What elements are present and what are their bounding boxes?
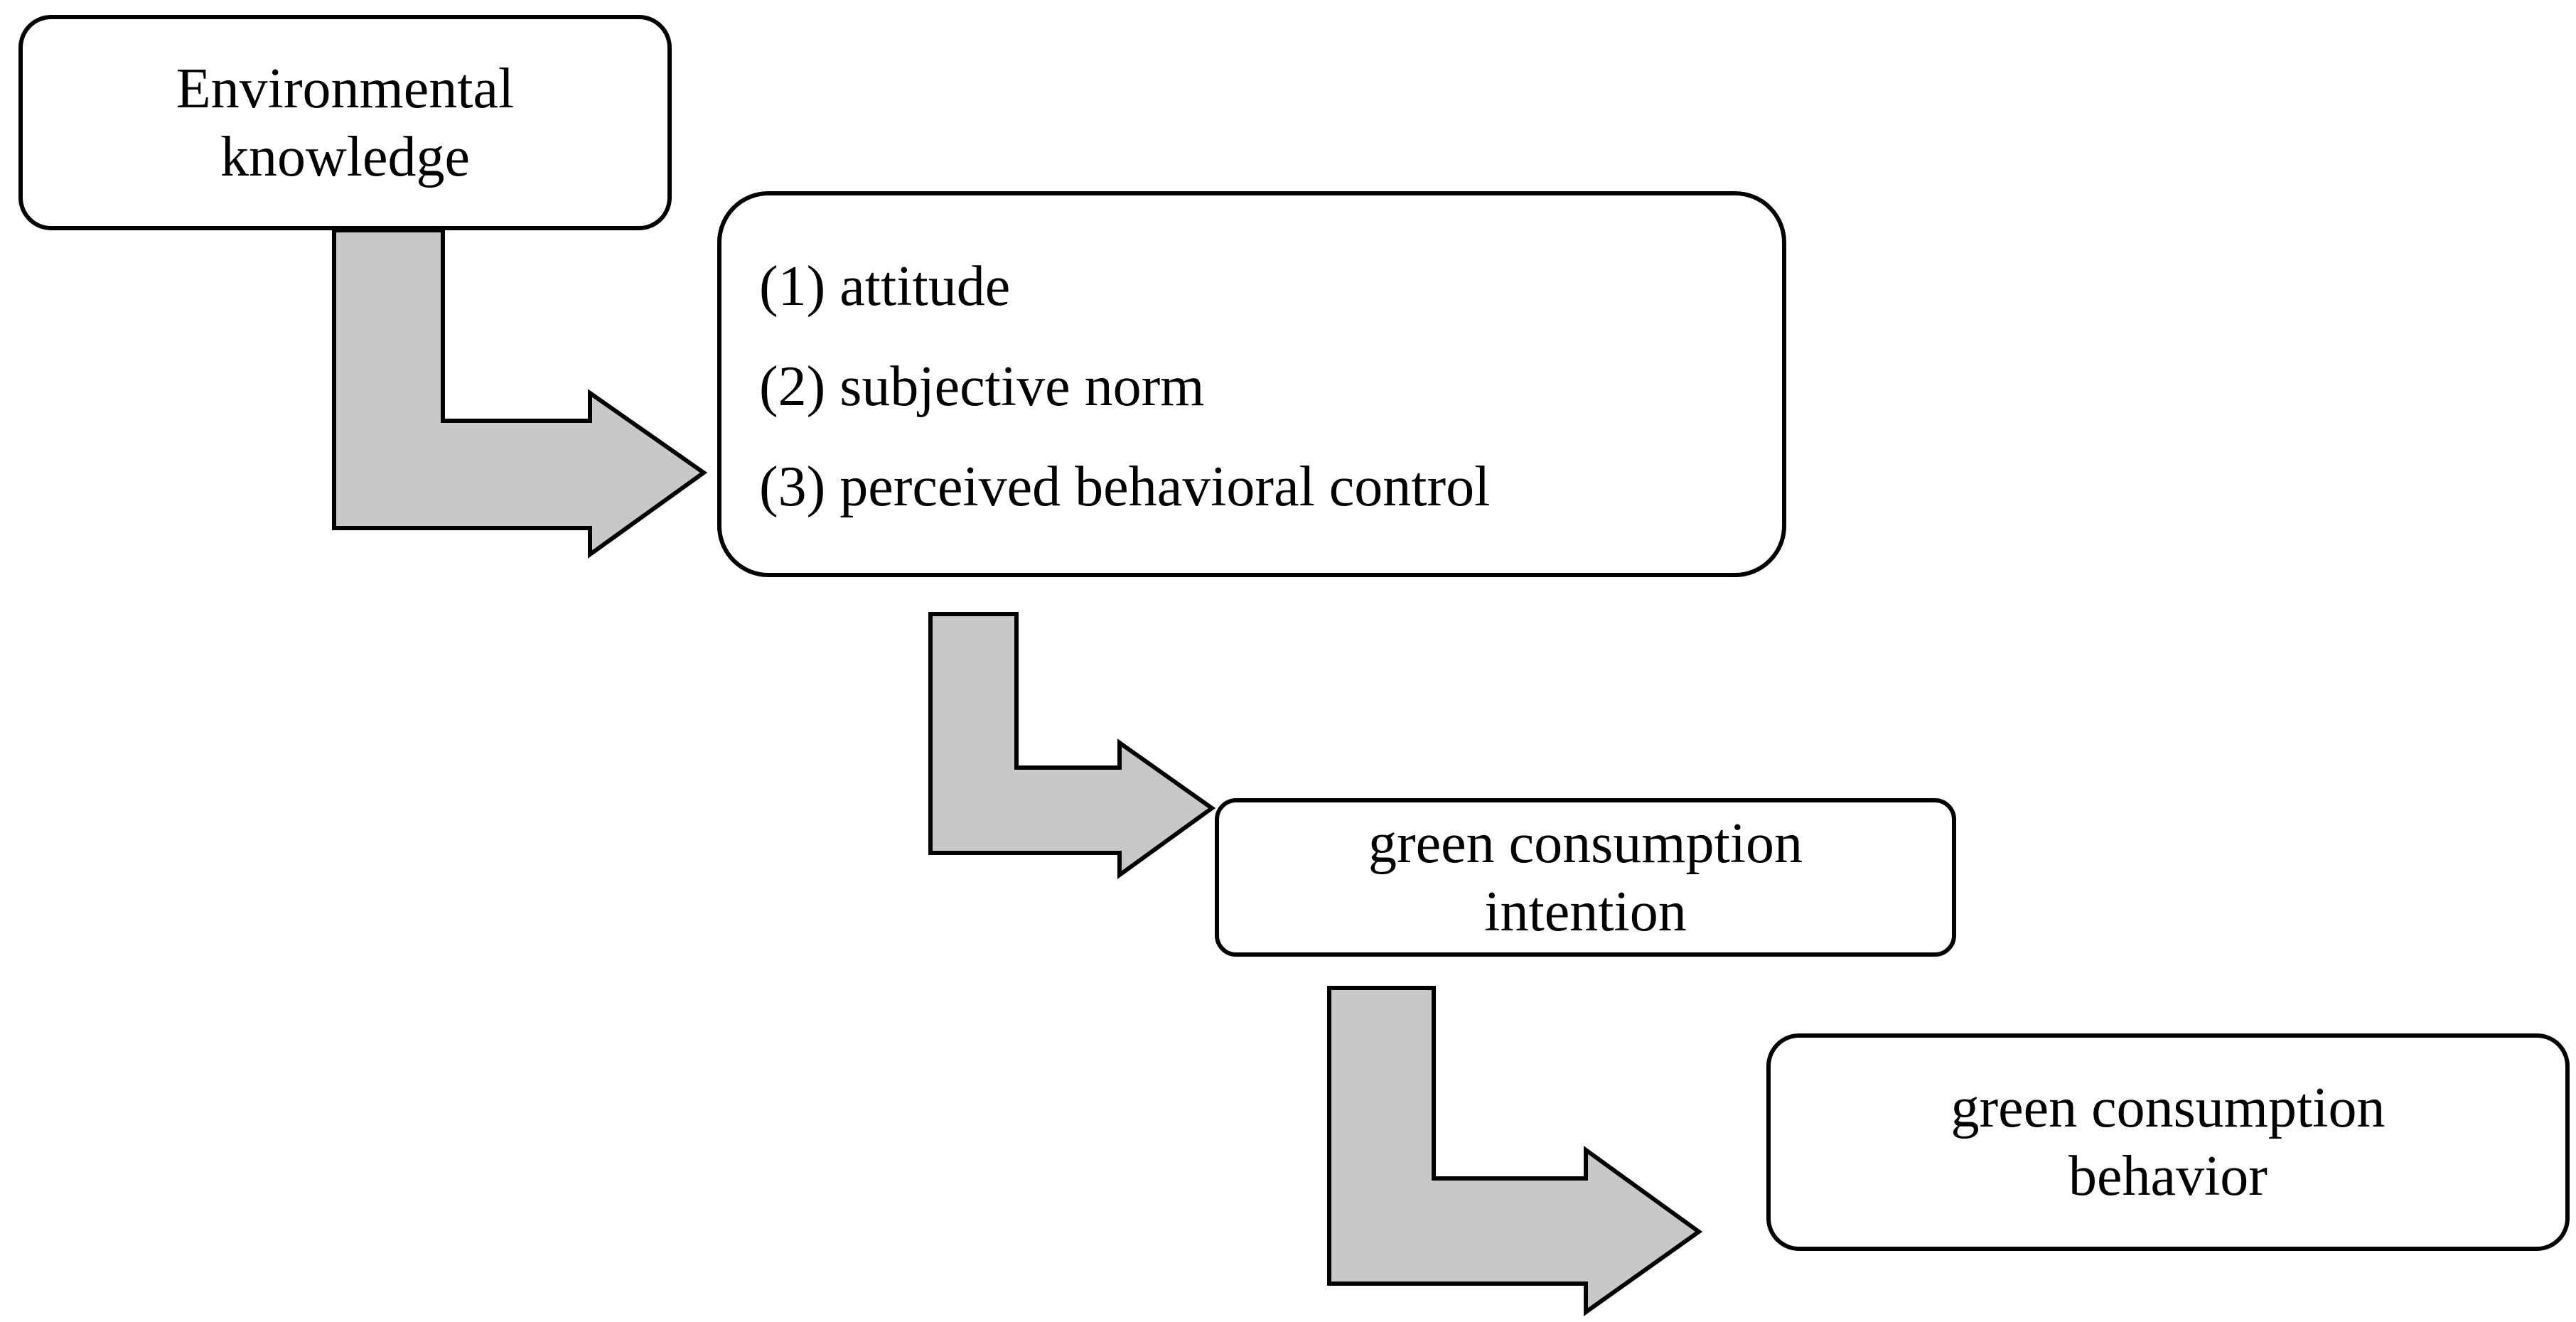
node-label-line: knowledge — [220, 125, 470, 188]
node-label-line: intention — [1484, 880, 1687, 943]
node-green-consumption-behavior: green consumption behavior — [1766, 1033, 2570, 1251]
node-green-consumption-intention: green consumption intention — [1215, 798, 1956, 957]
node-label-line: Environmental — [176, 57, 515, 120]
node-environmental-knowledge: Environmental knowledge — [18, 15, 672, 230]
node-label-line: green consumption — [1950, 1077, 2386, 1139]
factor-subjective-norm: (2) subjective norm — [759, 355, 1205, 418]
node-tpb-factors: (1) attitude (2) subjective norm (3) per… — [717, 191, 1786, 577]
node-label-line: green consumption — [1368, 812, 1803, 875]
arrow-knowledge-to-factors — [332, 228, 708, 559]
factor-attitude: (1) attitude — [759, 255, 1011, 318]
arrow-intention-to-behavior — [1327, 986, 1703, 1316]
node-label-line: behavior — [2068, 1145, 2268, 1208]
arrow-factors-to-intention — [928, 612, 1216, 879]
factor-perceived-behavioral-control: (3) perceived behavioral control — [759, 456, 1491, 518]
